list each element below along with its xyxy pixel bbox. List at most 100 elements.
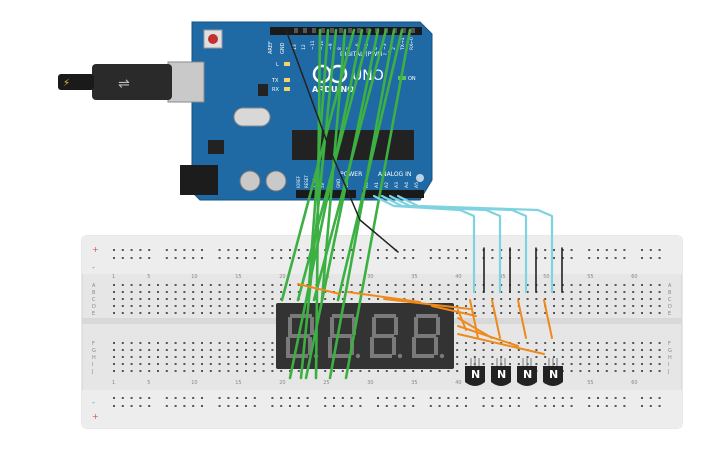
breadboard-hole[interactable] bbox=[597, 397, 599, 399]
breadboard-hole[interactable] bbox=[385, 284, 388, 286]
breadboard-hole[interactable] bbox=[517, 363, 520, 365]
breadboard-hole[interactable] bbox=[368, 298, 371, 300]
breadboard-hole[interactable] bbox=[165, 370, 168, 372]
breadboard-hole[interactable] bbox=[412, 370, 415, 372]
breadboard-hole[interactable] bbox=[535, 405, 538, 407]
breadboard-hole[interactable] bbox=[465, 342, 467, 344]
breadboard-hole[interactable] bbox=[597, 298, 599, 300]
breadboard-hole[interactable] bbox=[438, 405, 441, 407]
breadboard-hole[interactable] bbox=[289, 397, 291, 399]
breadboard-hole[interactable] bbox=[201, 305, 203, 307]
breadboard-hole[interactable] bbox=[438, 257, 441, 259]
breadboard-hole[interactable] bbox=[359, 249, 362, 251]
breadboard-hole[interactable] bbox=[570, 305, 573, 307]
breadboard-hole[interactable] bbox=[465, 257, 467, 259]
breadboard-hole[interactable] bbox=[500, 249, 503, 251]
breadboard-hole[interactable] bbox=[139, 249, 142, 251]
breadboard-hole[interactable] bbox=[614, 356, 617, 358]
breadboard-hole[interactable] bbox=[113, 342, 115, 344]
breadboard-hole[interactable] bbox=[333, 257, 335, 259]
breadboard-hole[interactable] bbox=[157, 356, 159, 358]
breadboard-hole[interactable] bbox=[429, 298, 432, 300]
breadboard-hole[interactable] bbox=[588, 312, 591, 314]
breadboard-hole[interactable] bbox=[623, 298, 626, 300]
digital-pin[interactable] bbox=[294, 28, 298, 33]
breadboard-hole[interactable] bbox=[597, 257, 599, 259]
breadboard-hole[interactable] bbox=[561, 349, 564, 351]
breadboard-hole[interactable] bbox=[500, 405, 503, 407]
breadboard-hole[interactable] bbox=[139, 370, 142, 372]
breadboard-hole[interactable] bbox=[412, 257, 415, 259]
breadboard-hole[interactable] bbox=[473, 342, 476, 344]
breadboard-hole[interactable] bbox=[579, 298, 582, 300]
npn-transistor[interactable]: N bbox=[491, 358, 511, 386]
breadboard-hole[interactable] bbox=[641, 356, 643, 358]
breadboard-hole[interactable] bbox=[289, 405, 291, 407]
breadboard-hole[interactable] bbox=[253, 363, 256, 365]
breadboard-hole[interactable] bbox=[183, 349, 186, 351]
breadboard-hole[interactable] bbox=[236, 370, 239, 372]
breadboard-hole[interactable] bbox=[500, 312, 503, 314]
breadboard-hole[interactable] bbox=[438, 284, 441, 286]
breadboard-hole[interactable] bbox=[227, 342, 230, 344]
breadboard-hole[interactable] bbox=[271, 363, 274, 365]
breadboard-hole[interactable] bbox=[658, 305, 661, 307]
breadboard-hole[interactable] bbox=[324, 405, 327, 407]
breadboard-hole[interactable] bbox=[271, 305, 274, 307]
breadboard-hole[interactable] bbox=[641, 370, 643, 372]
breadboard-hole[interactable] bbox=[377, 249, 379, 251]
breadboard-hole[interactable] bbox=[324, 397, 327, 399]
breadboard-hole[interactable] bbox=[280, 257, 283, 259]
breadboard-hole[interactable] bbox=[201, 370, 203, 372]
breadboard-hole[interactable] bbox=[113, 291, 115, 293]
digital-pin[interactable] bbox=[321, 28, 325, 33]
breadboard-hole[interactable] bbox=[588, 257, 591, 259]
breadboard-hole[interactable] bbox=[165, 349, 168, 351]
breadboard-hole[interactable] bbox=[517, 284, 520, 286]
breadboard-hole[interactable] bbox=[482, 298, 485, 300]
breadboard-hole[interactable] bbox=[500, 298, 503, 300]
breadboard-hole[interactable] bbox=[658, 312, 661, 314]
breadboard-hole[interactable] bbox=[139, 257, 142, 259]
breadboard-hole[interactable] bbox=[227, 349, 230, 351]
breadboard-hole[interactable] bbox=[341, 291, 344, 293]
breadboard-hole[interactable] bbox=[121, 249, 124, 251]
breadboard-hole[interactable] bbox=[623, 312, 626, 314]
breadboard-hole[interactable] bbox=[253, 405, 256, 407]
breadboard-hole[interactable] bbox=[130, 305, 133, 307]
breadboard-hole[interactable] bbox=[623, 284, 626, 286]
breadboard-hole[interactable] bbox=[201, 257, 203, 259]
breadboard-hole[interactable] bbox=[658, 349, 661, 351]
breadboard-hole[interactable] bbox=[570, 363, 573, 365]
breadboard-hole[interactable] bbox=[209, 363, 212, 365]
breadboard-hole[interactable] bbox=[491, 363, 494, 365]
orange-wire[interactable] bbox=[383, 298, 471, 310]
breadboard-hole[interactable] bbox=[183, 312, 186, 314]
breadboard-hole[interactable] bbox=[597, 349, 599, 351]
breadboard-hole[interactable] bbox=[412, 298, 415, 300]
breadboard-hole[interactable] bbox=[500, 349, 503, 351]
breadboard-hole[interactable] bbox=[306, 257, 309, 259]
breadboard-hole[interactable] bbox=[649, 249, 652, 251]
breadboard-hole[interactable] bbox=[500, 284, 503, 286]
breadboard-hole[interactable] bbox=[500, 356, 503, 358]
breadboard-hole[interactable] bbox=[218, 305, 221, 307]
green-wire[interactable] bbox=[304, 28, 380, 380]
breadboard-hole[interactable] bbox=[500, 342, 503, 344]
breadboard-hole[interactable] bbox=[165, 249, 168, 251]
breadboard-hole[interactable] bbox=[491, 284, 494, 286]
breadboard-hole[interactable] bbox=[245, 298, 247, 300]
digital-pin[interactable] bbox=[303, 28, 307, 33]
breadboard-hole[interactable] bbox=[183, 397, 186, 399]
breadboard-hole[interactable] bbox=[157, 342, 159, 344]
breadboard-hole[interactable] bbox=[491, 257, 494, 259]
breadboard-hole[interactable] bbox=[412, 249, 415, 251]
breadboard-hole[interactable] bbox=[473, 312, 476, 314]
breadboard-hole[interactable] bbox=[157, 370, 159, 372]
seven-segment-display[interactable]: 8.8.8.8. bbox=[276, 303, 454, 369]
breadboard-hole[interactable] bbox=[289, 249, 291, 251]
breadboard-hole[interactable] bbox=[236, 312, 239, 314]
breadboard-hole[interactable] bbox=[641, 397, 643, 399]
breadboard-hole[interactable] bbox=[570, 291, 573, 293]
breadboard-hole[interactable] bbox=[614, 257, 617, 259]
